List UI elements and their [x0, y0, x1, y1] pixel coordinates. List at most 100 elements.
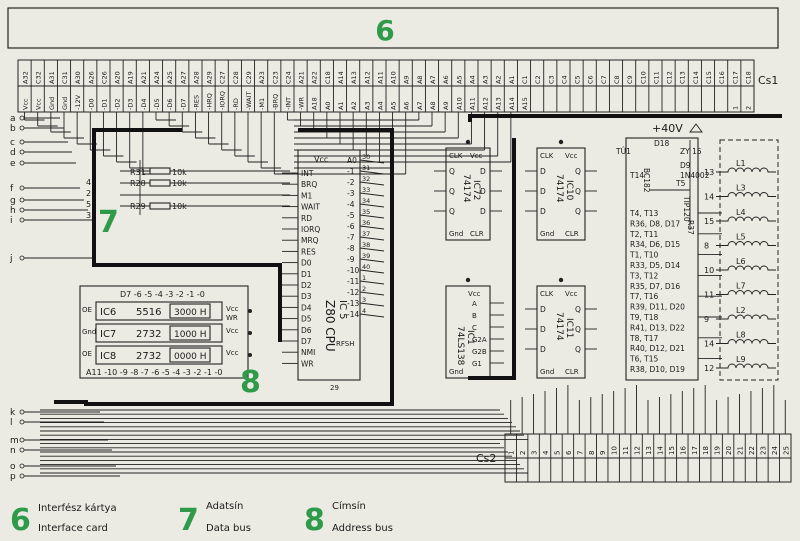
cs2-pin: 13: [645, 446, 653, 455]
cpu-addr-pin: -9: [347, 255, 355, 264]
driver-part: D9: [680, 161, 691, 170]
tap-k: k: [10, 408, 16, 418]
cs1-pin-b: 1: [731, 106, 739, 110]
z80-cpu-chip: [297, 149, 361, 381]
lamp-panel: [719, 139, 779, 381]
cs1-signal: A14: [508, 97, 516, 110]
cpu-pin-d3: D3: [301, 292, 312, 301]
svg-text:R29: R29: [130, 202, 146, 211]
svg-text:10k: 10k: [172, 168, 187, 177]
memory-chip-ref: IC7: [100, 329, 116, 340]
cpu-pin-d6: D6: [301, 326, 312, 335]
tap-e: e: [10, 159, 16, 169]
cs2-pin: 19: [714, 446, 722, 455]
tap-b: b: [10, 124, 16, 134]
cpu-addr-pin: -2: [347, 178, 355, 187]
ic1-pin: G2A: [472, 336, 487, 344]
cs1-signal: A0: [324, 101, 332, 110]
lamp-coil: [716, 265, 776, 271]
cs1-signal: -D2: [114, 99, 122, 111]
svg-text:8: 8: [304, 503, 325, 538]
cpu-pin-d4: D4: [301, 303, 312, 312]
ic10-pin: Q: [575, 187, 581, 196]
cpu-addr-pin: -6: [347, 222, 355, 231]
memory-side-pin: Gnd: [82, 328, 96, 336]
cs2-label: Cs2: [476, 452, 496, 465]
cs1-pin-a: A25: [166, 71, 174, 84]
cs1-pin-a: A22: [311, 71, 319, 84]
cs1-pin-a: A31: [48, 71, 56, 84]
cs1-pin-a: C18: [744, 71, 752, 84]
ic11-pin: CLR: [565, 368, 579, 376]
cpu-pin-iorq: IORQ: [301, 225, 320, 234]
cpu-pin-number: 34: [362, 197, 370, 205]
svg-text:2: 2: [86, 189, 91, 198]
cs1-pin-b: 2: [744, 106, 752, 110]
memory-side-pin: OE: [82, 350, 92, 358]
cs1-pin-a: C9: [626, 75, 634, 84]
memory-chip-ref: IC8: [100, 351, 116, 362]
cs1-pin-a: A20: [114, 71, 122, 84]
lamp-coil: [716, 167, 776, 173]
cpu-pin-mrq: MRQ: [301, 236, 319, 245]
memory-chip-address: 1000 H: [174, 330, 207, 340]
svg-text:R31: R31: [130, 168, 146, 177]
label-seven: 7: [98, 205, 119, 240]
cpu-pin-res: RES: [301, 247, 316, 256]
ic10-ref: IC10: [564, 180, 574, 201]
lamp-name: L5: [736, 233, 746, 242]
ic72-pin: D: [480, 207, 486, 216]
ic10-pin: Vcc: [565, 152, 578, 160]
ic1-pin: Gnd: [449, 368, 463, 376]
lamp-name: L8: [736, 331, 746, 340]
lamp-coil: [716, 192, 776, 197]
tap-a: a: [10, 114, 16, 124]
tap-m: m: [10, 436, 19, 446]
cs1-pin-a: A7: [429, 75, 437, 84]
ic72-pin: Q: [449, 207, 455, 216]
cs1-pin-a: A32: [22, 71, 30, 84]
cpu-pin-d5: D5: [301, 315, 312, 324]
cs1-pin-a: A28: [192, 71, 200, 84]
ic11-pin: D: [540, 325, 546, 334]
svg-text:5: 5: [86, 200, 91, 209]
memory-chip-part: 5516: [136, 307, 161, 318]
cs1-pin-a: C12: [666, 71, 674, 84]
cs2-pin: 9: [599, 451, 607, 455]
cs2-pin: 21: [737, 446, 745, 455]
label-eight: 8: [240, 365, 261, 400]
lamp-coil: [716, 363, 776, 369]
cpu-pin-number: 4: [362, 307, 366, 315]
cs1-signal: -D0: [87, 99, 95, 111]
memory-chip: [95, 301, 223, 321]
cs1-pin-a: A26: [87, 71, 95, 84]
lamp-pin: 11: [704, 291, 714, 300]
memory-footer: A11 -10 -9 -8 -7 -6 -5 -4 -3 -2 -1 -0: [86, 368, 222, 377]
svg-text:4: 4: [86, 178, 91, 187]
cs1-pin-a: C32: [35, 71, 43, 84]
cs1-signal: -RD: [232, 98, 240, 110]
cs2-pin: 23: [759, 446, 767, 455]
ic1-pin: C: [472, 324, 477, 332]
cs2-pin: 15: [668, 446, 676, 455]
cs1-pin-a: A14: [337, 71, 345, 84]
cpu-pin-number: 31: [362, 164, 370, 172]
address-bus-line: [54, 400, 394, 406]
tap-p: p: [10, 472, 16, 482]
memory-chip-ctrl: WR: [226, 314, 238, 322]
driver-row: R33, D5, D14: [630, 261, 680, 270]
legend: 6 Interfész kártya Interface card 7 Adat…: [10, 500, 393, 538]
tap-n: n: [10, 446, 16, 456]
cs1-pin-a: C10: [639, 71, 647, 84]
ic72-pin: D: [480, 187, 486, 196]
bottom-wiring: [40, 385, 786, 474]
cs2-pin: 6: [565, 450, 573, 455]
memory-side-pin: OE: [82, 306, 92, 314]
cpu-addr-pin: -8: [347, 244, 355, 253]
svg-text:3: 3: [86, 211, 91, 220]
ic11-pin: D: [540, 305, 546, 314]
cs1-signal: A8: [429, 101, 437, 110]
cpu-pin-number: 39: [362, 252, 370, 260]
memory-chip-vcc: Vcc: [226, 349, 239, 357]
